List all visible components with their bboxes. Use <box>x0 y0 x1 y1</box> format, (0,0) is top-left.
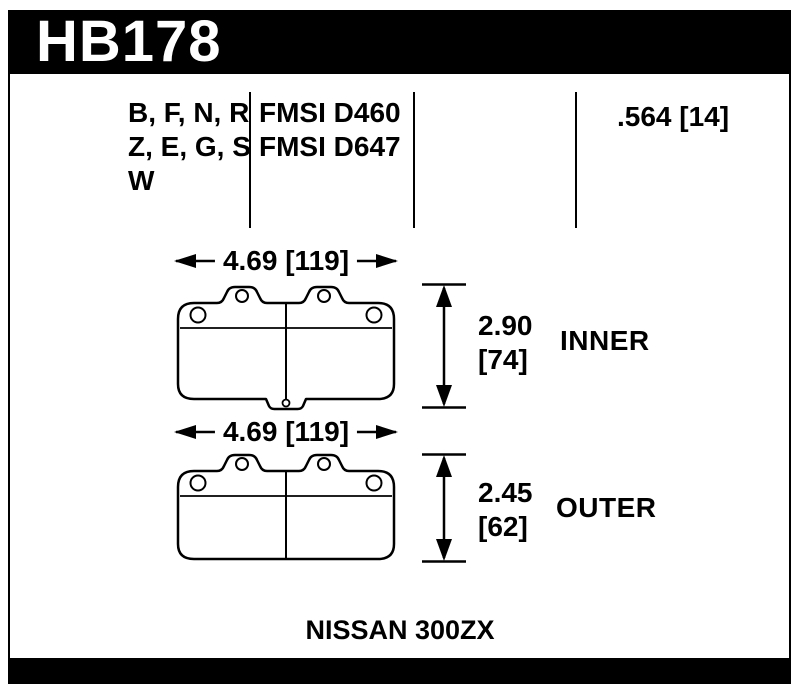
vehicle-application: NISSAN 300ZX <box>305 615 495 645</box>
outer-pad-label: OUTER <box>556 492 657 523</box>
pad-outline <box>176 453 396 561</box>
sheet-frame <box>8 10 791 684</box>
inner-height-dimension-arrow <box>422 283 466 409</box>
pad-outline <box>176 285 396 411</box>
pad-thickness: .564 [14] <box>617 101 730 132</box>
outer-pad-drawing <box>176 453 396 561</box>
outer-height-dimension-arrow <box>422 453 466 563</box>
mounting-hole <box>317 289 331 303</box>
fmsi-line: FMSI D647 <box>259 131 401 162</box>
mounting-hole <box>189 474 207 492</box>
outer-width-dimension: 4.69 [119] <box>172 416 400 448</box>
arrowhead-down <box>436 385 452 407</box>
inner-height-value-mm: [74] <box>478 344 528 375</box>
inner-width-dimension: 4.69 [119] <box>172 245 400 277</box>
part-number: HB178 <box>36 9 222 74</box>
mounting-hole <box>189 306 207 324</box>
outer-height-value-in: 2.45 <box>478 477 533 508</box>
compound-line: Z, E, G, S <box>128 131 251 162</box>
inner-pad-drawing <box>176 285 396 411</box>
mounting-hole <box>317 457 331 471</box>
compound-codes: B, F, N, R Z, E, G, S W <box>128 96 251 198</box>
mounting-hole <box>365 306 383 324</box>
arrowhead-down <box>436 539 452 561</box>
fmsi-line: FMSI D460 <box>259 97 401 128</box>
table-divider <box>413 92 415 228</box>
outer-height-value-mm: [62] <box>478 511 528 542</box>
mounting-hole <box>365 474 383 492</box>
arrowhead-right <box>376 254 398 268</box>
arrowhead-up <box>436 455 452 477</box>
compound-line: W <box>128 165 155 196</box>
inner-height-value-in: 2.90 <box>478 310 533 341</box>
inner-width-value: 4.69 [119] <box>214 245 358 277</box>
table-divider <box>575 92 577 228</box>
footer-bar <box>8 658 791 684</box>
compound-line: B, F, N, R <box>128 97 250 128</box>
fmsi-numbers: FMSI D460 FMSI D647 <box>259 96 401 164</box>
arrowhead-right <box>376 425 398 439</box>
header-bar: HB178 <box>8 10 791 74</box>
inner-pad-label: INNER <box>560 325 650 356</box>
mounting-hole <box>235 289 249 303</box>
table-divider <box>249 92 251 228</box>
tab-hole <box>281 398 291 408</box>
arrowhead-up <box>436 285 452 307</box>
outer-width-value: 4.69 [119] <box>214 416 358 448</box>
arrowhead-left <box>174 425 196 439</box>
mounting-hole <box>235 457 249 471</box>
arrowhead-left <box>174 254 196 268</box>
